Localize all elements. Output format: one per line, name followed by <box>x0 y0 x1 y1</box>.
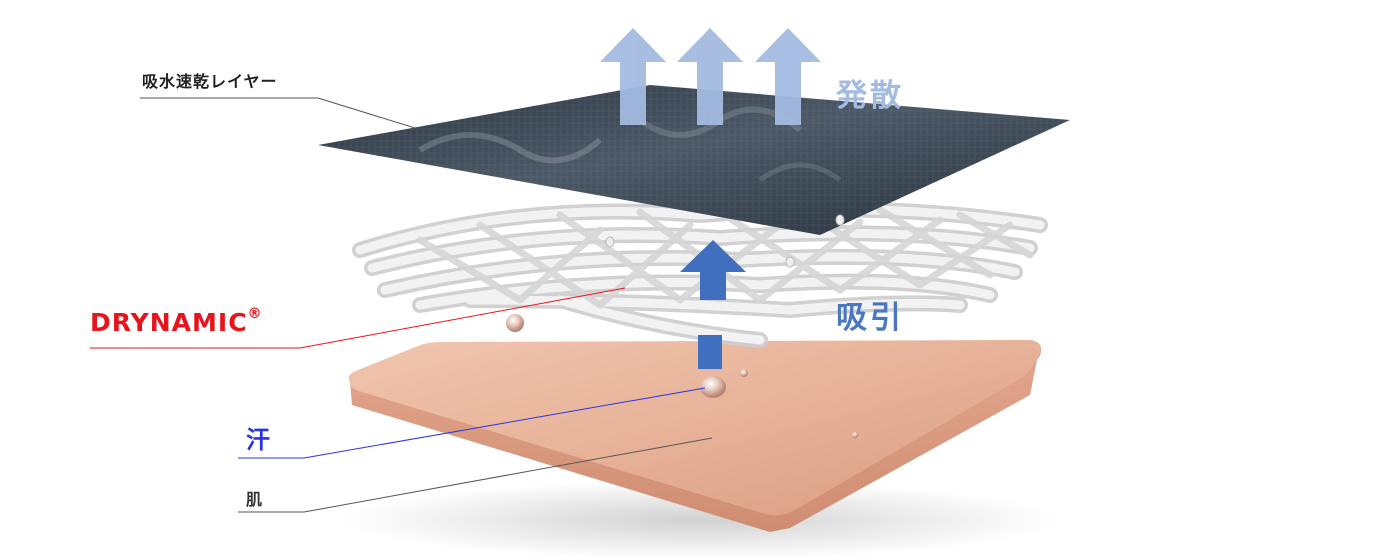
evaporation-arrows <box>600 28 821 125</box>
water-drop-icon <box>852 432 858 438</box>
drynamic-mesh-layer <box>352 201 1048 348</box>
arrow-up-icon <box>680 240 746 300</box>
quick-dry-layer-label: 吸水速乾レイヤー <box>142 72 278 91</box>
leader-lines <box>90 97 713 513</box>
registered-mark: ® <box>247 306 263 322</box>
drynamic-name: DRYNAMIC <box>90 308 248 337</box>
water-drop-icon <box>506 314 524 332</box>
skin-layer <box>340 340 1060 560</box>
water-drop-icon <box>785 256 795 268</box>
water-drops <box>506 214 858 438</box>
water-drop-icon <box>740 369 748 377</box>
sweat-label: 汗 <box>246 426 270 454</box>
water-drop-icon <box>605 236 615 248</box>
arrow-up-icon <box>677 28 743 125</box>
arrow-up-icon <box>600 28 666 125</box>
skin-label: 肌 <box>246 490 263 509</box>
leader-brand <box>90 287 626 349</box>
wicking-arrow <box>680 240 746 369</box>
leader-top-layer <box>140 97 416 129</box>
drynamic-label: DRYNAMIC® <box>90 306 263 337</box>
evaporation-label: 発散 <box>836 78 904 114</box>
wicking-label: 吸引 <box>836 300 904 336</box>
arrow-up-icon <box>755 28 821 125</box>
leader-skin <box>238 437 713 513</box>
water-drop-icon <box>835 214 845 226</box>
water-drop-icon <box>700 376 726 398</box>
leader-sweat <box>238 387 706 459</box>
quick-dry-fabric-layer <box>318 85 1070 235</box>
